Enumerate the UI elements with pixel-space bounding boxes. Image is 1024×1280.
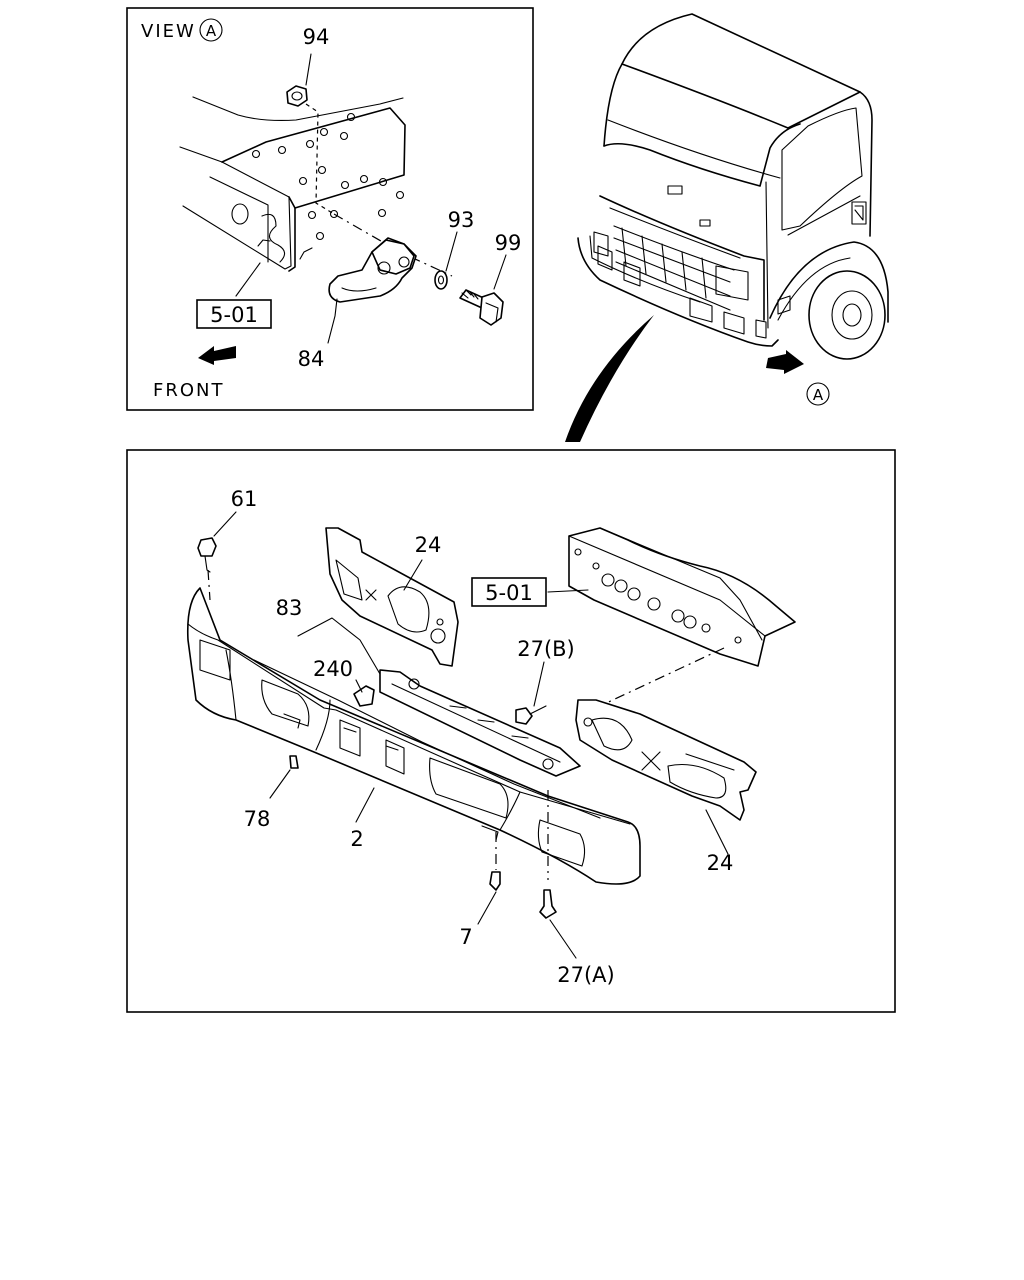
callout-2: 2 <box>350 827 363 851</box>
detail-pointer-arrow <box>565 315 654 442</box>
view-a-panel: VIEW A <box>126 7 534 411</box>
bolt-27b <box>515 705 547 725</box>
frame-crossmember <box>547 527 796 707</box>
view-title: VIEW A <box>141 18 223 42</box>
callout-27a: 27(A) <box>557 963 614 987</box>
screw-7 <box>489 871 501 891</box>
callout-78: 78 <box>244 807 271 831</box>
callout-94: 94 <box>303 25 330 49</box>
nut-94 <box>286 85 335 215</box>
frame-ref-text-main: 5-01 <box>485 581 533 605</box>
front-arrow-icon <box>198 346 236 365</box>
callout-7: 7 <box>459 925 472 949</box>
frame-ref-text-view: 5-01 <box>210 303 258 327</box>
bolt-61 <box>197 537 217 601</box>
tow-hook-84 <box>328 213 453 303</box>
stay-assembly-83 <box>379 669 581 777</box>
callout-99: 99 <box>495 231 522 255</box>
main-exploded-panel: 5-01 <box>126 449 896 1013</box>
bolt-27a <box>539 889 557 919</box>
washer-93 <box>434 270 448 290</box>
bracket-lower-24 <box>575 699 757 821</box>
frame-rail-drawing <box>179 96 406 272</box>
frame-ref-box-view: 5-01 <box>196 299 272 329</box>
view-a-arrow-icon <box>766 350 804 374</box>
callout-83: 83 <box>276 596 303 620</box>
view-a-arrow-label: A <box>813 386 824 404</box>
view-title-circle-letter: A <box>206 22 217 40</box>
bumper-2 <box>186 587 641 885</box>
front-label: FRONT <box>153 380 225 401</box>
plug-78 <box>289 755 299 769</box>
callout-61: 61 <box>231 487 258 511</box>
callout-240: 240 <box>313 657 353 681</box>
callout-93: 93 <box>448 208 475 232</box>
callout-24-upper: 24 <box>415 533 442 557</box>
bracket-upper-24 <box>325 527 459 667</box>
callout-27b: 27(B) <box>517 637 575 661</box>
view-title-text: VIEW <box>141 21 196 42</box>
truck-cab-drawing: A <box>565 13 889 442</box>
bolt-99 <box>459 289 504 326</box>
callout-24-lower: 24 <box>707 851 734 875</box>
clip-240 <box>353 685 375 707</box>
callout-84: 84 <box>298 347 325 371</box>
frame-ref-box-main: 5-01 <box>471 577 547 607</box>
